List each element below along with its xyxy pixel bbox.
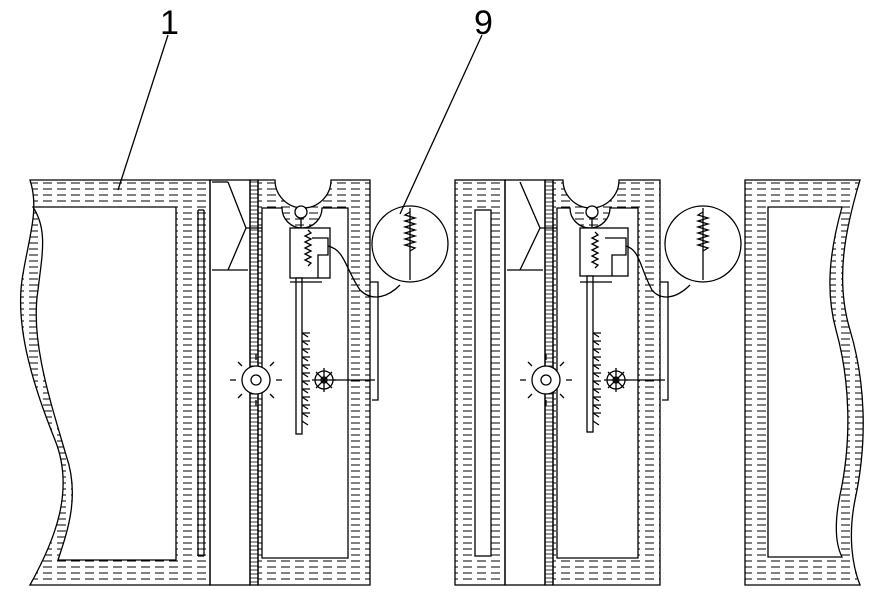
reference-label-1: 1 — [160, 4, 179, 42]
left-wall-panel — [21, 180, 210, 585]
mechanism-module-b — [505, 180, 690, 585]
pressure-gauge-b — [665, 206, 741, 282]
reference-label-9: 9 — [474, 4, 493, 42]
leader-line-1 — [118, 35, 168, 190]
pressure-gauge-a — [372, 206, 448, 282]
right-wall-panel — [745, 180, 863, 585]
middle-wall-panel — [455, 180, 505, 585]
